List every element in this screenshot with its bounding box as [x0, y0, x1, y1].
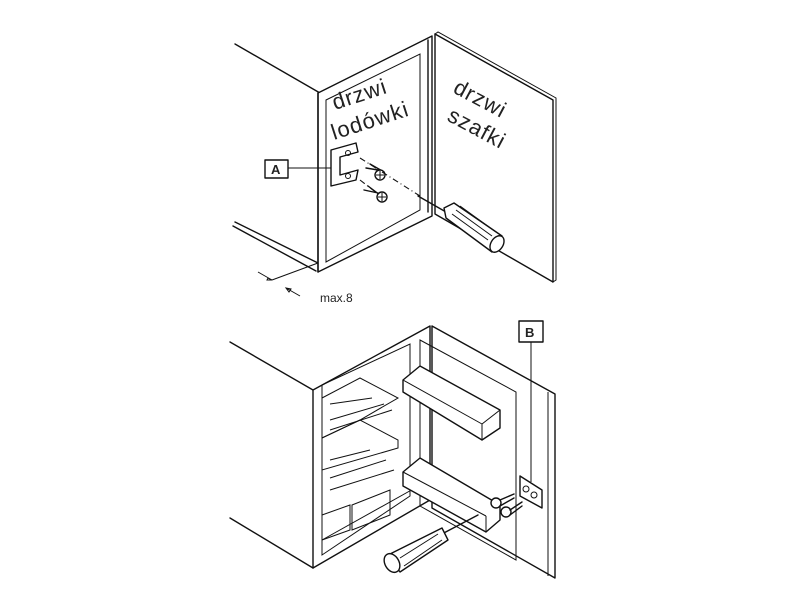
fridge-shelves [321, 377, 400, 541]
screw-icon [500, 501, 523, 518]
screw-icon [490, 493, 515, 509]
cabinet-body [232, 43, 321, 272]
screwdriver-icon [383, 514, 479, 574]
fridge-door-frame [317, 35, 433, 273]
bracket-a [330, 142, 359, 187]
top-figure: drzwi lodówki drzwi szafki A [232, 31, 557, 305]
door-bin-upper [402, 365, 501, 441]
fridge-body [229, 325, 431, 569]
callout-a-label: A [271, 162, 281, 177]
screwdriver-icon [417, 195, 505, 253]
hinge-b [519, 475, 543, 509]
dimension-max8: max.8 [257, 262, 353, 305]
callout-a: A [264, 159, 332, 179]
bottom-figure: B [229, 320, 556, 579]
dimension-label: max.8 [320, 291, 353, 305]
callout-b: B [518, 320, 544, 482]
callout-b-label: B [525, 325, 534, 340]
door-bin-lower [402, 457, 501, 533]
